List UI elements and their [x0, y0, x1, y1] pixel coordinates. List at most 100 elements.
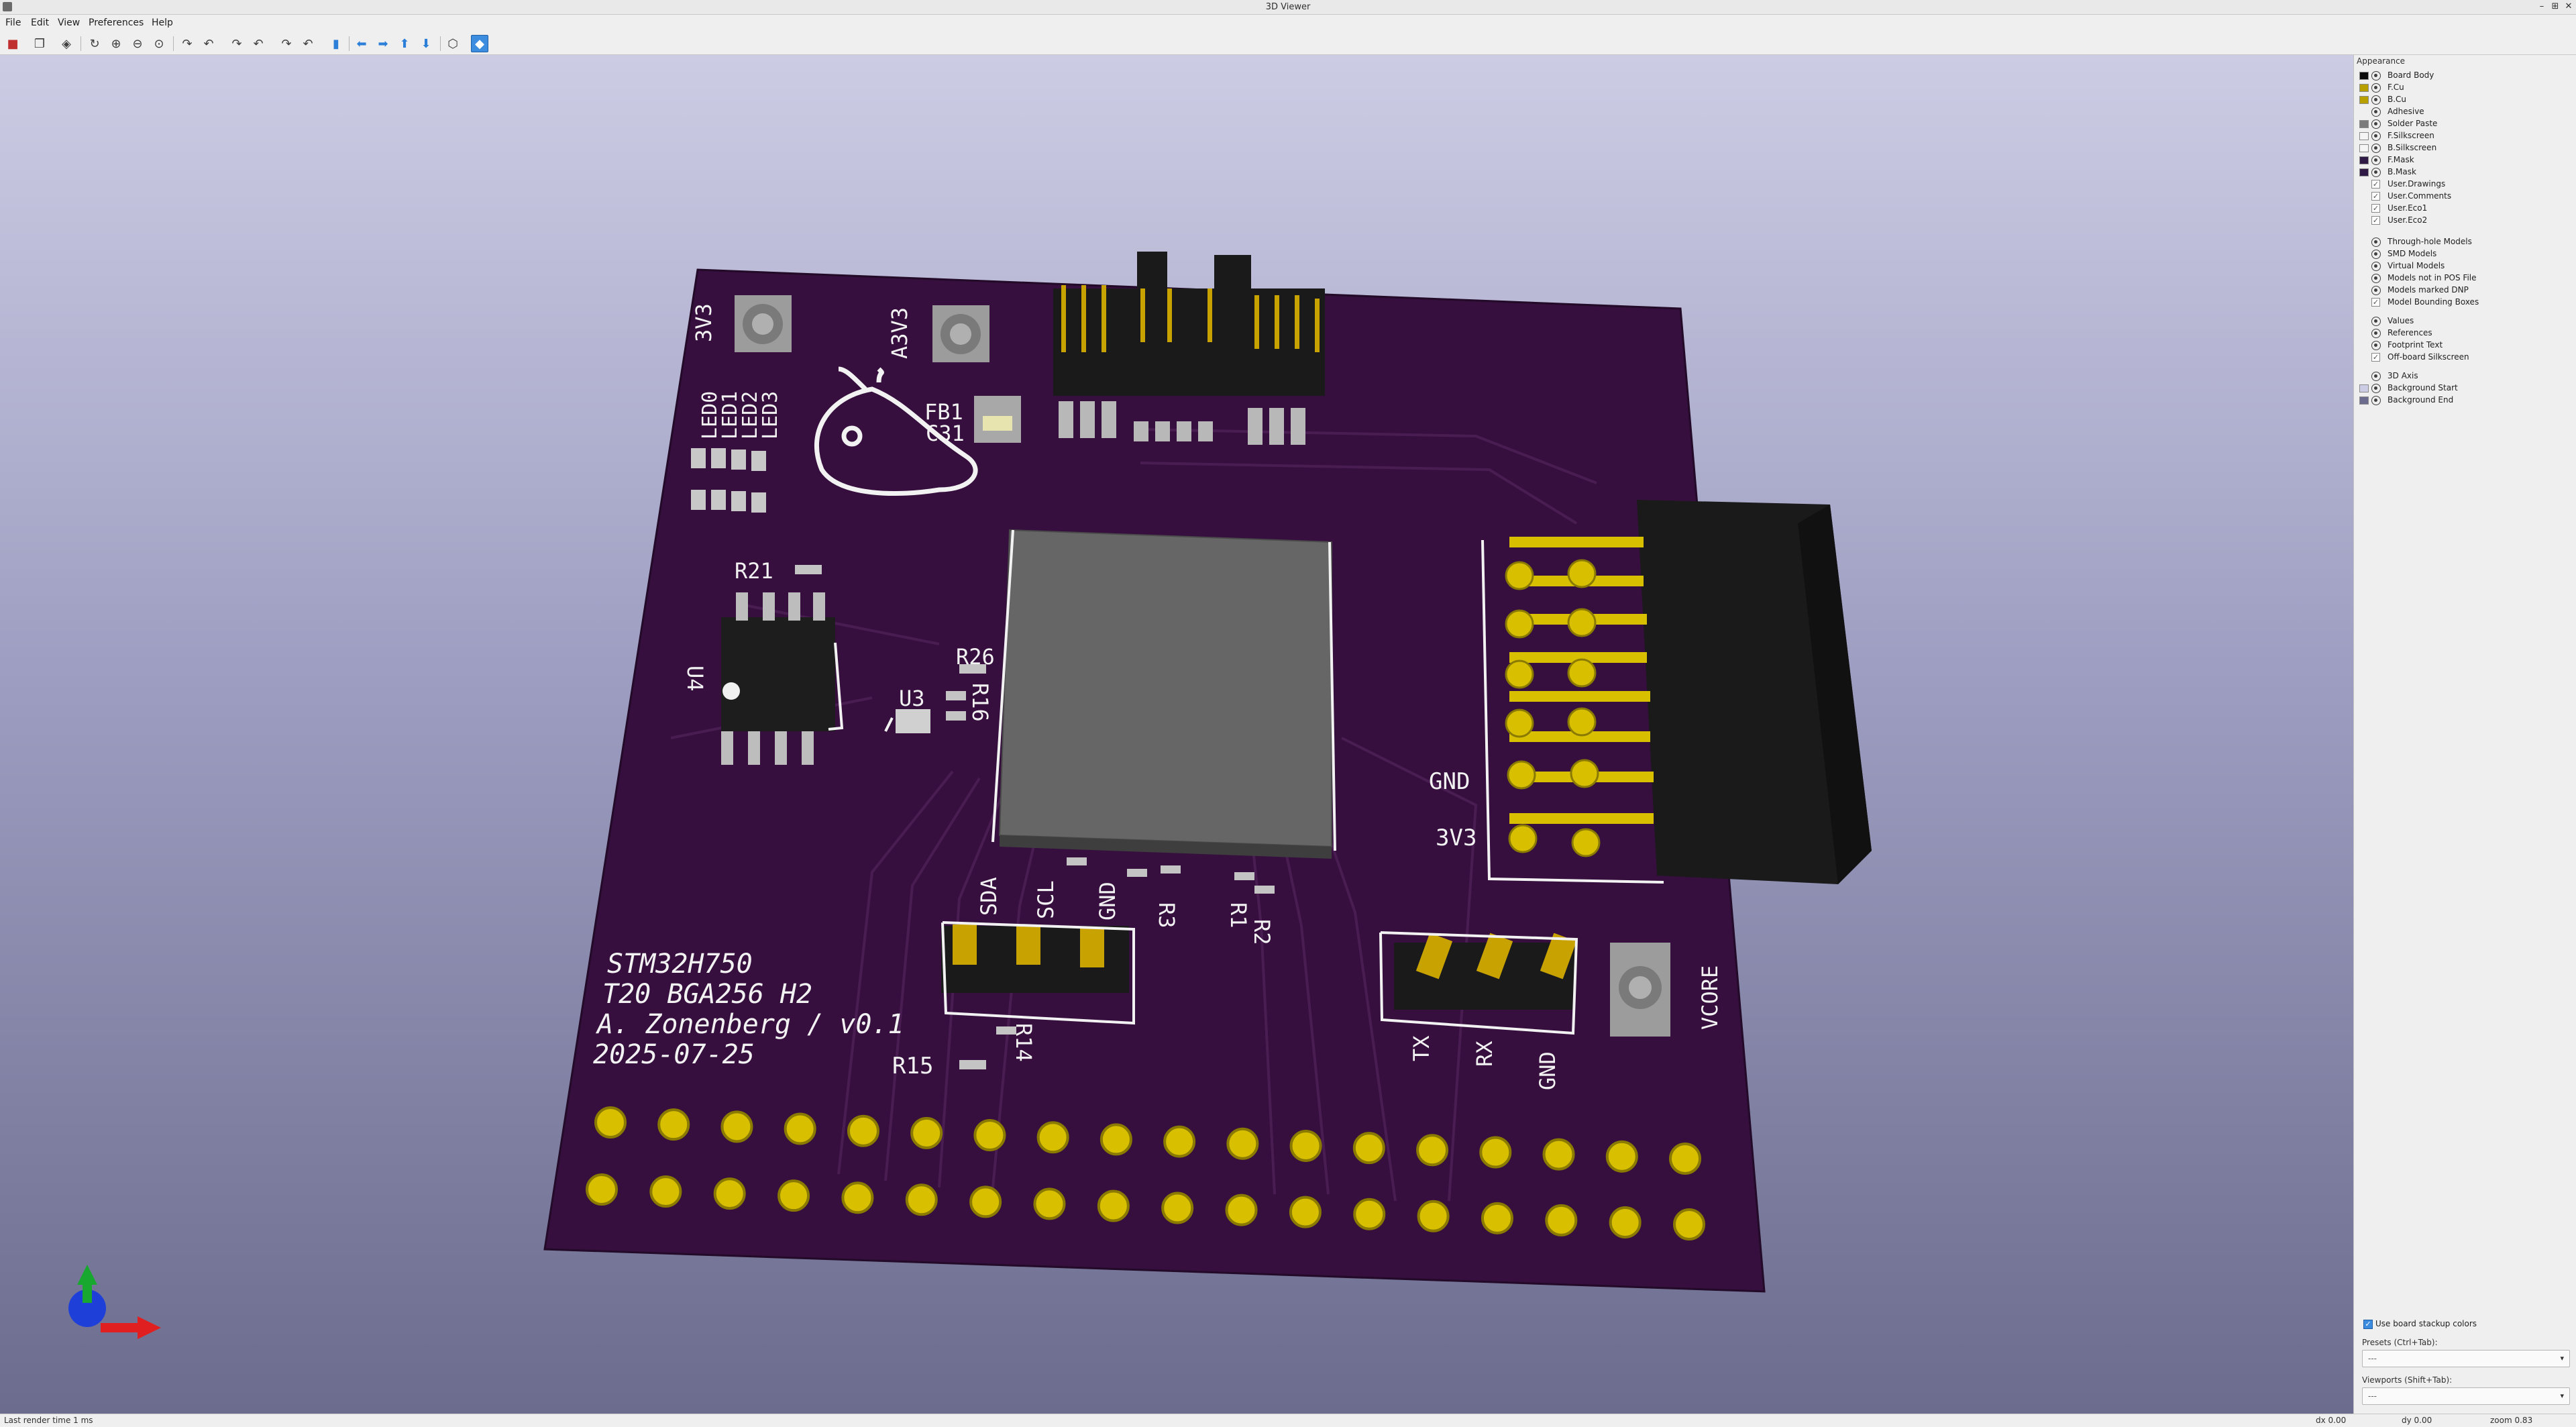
visibility-eye-icon[interactable]: [2371, 262, 2381, 271]
layer-row-user-drawings[interactable]: ✓ User.Drawings: [2354, 178, 2575, 191]
menu-edit[interactable]: Edit: [31, 17, 50, 28]
menu-file[interactable]: File: [5, 17, 21, 28]
layer-row-models-marked-dnp[interactable]: Models marked DNP: [2354, 284, 2575, 297]
color-swatch[interactable]: [2359, 132, 2369, 140]
visibility-eye-icon[interactable]: [2371, 107, 2381, 117]
layer-row-through-hole-models[interactable]: Through-hole Models: [2354, 236, 2575, 248]
visibility-eye-icon[interactable]: [2371, 119, 2381, 129]
layer-row-background-start[interactable]: Background Start: [2354, 382, 2575, 394]
layer-row-model-bounding-boxes[interactable]: ✓Model Bounding Boxes: [2354, 297, 2575, 309]
menu-help[interactable]: Help: [152, 17, 173, 28]
visibility-eye-icon[interactable]: [2371, 71, 2381, 81]
layer-row-virtual-models[interactable]: Virtual Models: [2354, 260, 2575, 272]
rotate-z-cw-icon[interactable]: ↷: [281, 36, 292, 51]
zoom-out-icon[interactable]: ⊖: [132, 36, 143, 51]
maximize-button[interactable]: ⊞: [2551, 1, 2559, 11]
visibility-eye-icon[interactable]: [2371, 372, 2381, 381]
menu-view[interactable]: View: [58, 17, 80, 28]
menu-preferences[interactable]: Preferences: [89, 17, 144, 28]
layers-manager-icon[interactable]: ◆: [471, 35, 488, 52]
rotate-y-cw-icon[interactable]: ↷: [231, 36, 242, 51]
layer-row-background-end[interactable]: Background End: [2354, 394, 2575, 407]
visibility-eye-icon[interactable]: [2371, 384, 2381, 393]
orthographic-icon[interactable]: ⬡: [447, 36, 458, 51]
smd-pads-top: [1059, 401, 1305, 445]
color-swatch[interactable]: [2359, 397, 2369, 405]
checkbox-icon[interactable]: ✓: [2371, 216, 2380, 225]
color-swatch[interactable]: [2359, 168, 2369, 176]
zoom-in-icon[interactable]: ⊕: [111, 36, 121, 51]
layer-row-f-cu[interactable]: F.Cu: [2354, 82, 2575, 94]
visibility-eye-icon[interactable]: [2371, 286, 2381, 295]
flip-board-icon[interactable]: ▮: [333, 36, 339, 51]
chevron-down-icon: ▾: [2560, 1391, 2564, 1400]
layer-row-footprint-text[interactable]: Footprint Text: [2354, 339, 2575, 352]
layer-row-user-eco1[interactable]: ✓User.Eco1: [2354, 203, 2575, 215]
move-down-icon[interactable]: ⬇: [421, 36, 431, 51]
checkbox-icon[interactable]: ✓: [2371, 204, 2380, 213]
visibility-eye-icon[interactable]: [2371, 237, 2381, 247]
close-button[interactable]: ✕: [2565, 1, 2573, 11]
silk-3v3-conn: 3V3: [1436, 825, 1477, 851]
viewports-dropdown[interactable]: --- ▾: [2362, 1387, 2570, 1405]
color-swatch[interactable]: [2359, 384, 2369, 392]
silk-r26: R26: [956, 644, 995, 670]
layer-label: User.Drawings: [2387, 179, 2446, 189]
visibility-eye-icon[interactable]: [2371, 341, 2381, 350]
copy-image-icon[interactable]: ❐: [34, 36, 46, 51]
rotate-y-ccw-icon[interactable]: ↶: [253, 36, 264, 51]
color-swatch[interactable]: [2359, 96, 2369, 104]
visibility-eye-icon[interactable]: [2371, 274, 2381, 283]
layer-label: Adhesive: [2387, 107, 2424, 116]
color-swatch[interactable]: [2359, 156, 2369, 164]
checkbox-icon[interactable]: ✓: [2371, 192, 2380, 201]
use-stackup-colors-checkbox[interactable]: ✓Use board stackup colors: [2363, 1319, 2477, 1329]
layer-row-models-not-in-pos-file[interactable]: Models not in POS File: [2354, 272, 2575, 284]
layer-row-b-cu[interactable]: B.Cu: [2354, 94, 2575, 106]
minimize-button[interactable]: –: [2539, 1, 2544, 11]
checkbox-icon[interactable]: ✓: [2371, 353, 2380, 362]
color-swatch[interactable]: [2359, 120, 2369, 128]
color-swatch[interactable]: [2359, 144, 2369, 152]
layer-row-f-mask[interactable]: F.Mask: [2354, 154, 2575, 166]
visibility-eye-icon[interactable]: [2371, 144, 2381, 153]
layer-row-3d-axis[interactable]: 3D Axis: [2354, 370, 2575, 382]
layer-row-f-silkscreen[interactable]: F.Silkscreen: [2354, 130, 2575, 142]
move-left-icon[interactable]: ⬅: [356, 36, 367, 51]
visibility-eye-icon[interactable]: [2371, 250, 2381, 259]
color-swatch[interactable]: [2359, 72, 2369, 80]
render-raytracing-icon[interactable]: ■: [7, 36, 19, 51]
checkbox-icon[interactable]: ✓: [2371, 298, 2380, 307]
layer-row-user-eco2[interactable]: ✓User.Eco2: [2354, 215, 2575, 227]
visibility-eye-icon[interactable]: [2371, 131, 2381, 141]
layer-row-references[interactable]: References: [2354, 327, 2575, 339]
view-3d-icon[interactable]: ◈: [62, 36, 71, 51]
rotate-z-ccw-icon[interactable]: ↶: [303, 36, 313, 51]
layer-row-b-mask[interactable]: B.Mask: [2354, 166, 2575, 178]
visibility-eye-icon[interactable]: [2371, 156, 2381, 165]
layer-row-user-comments[interactable]: ✓User.Comments: [2354, 191, 2575, 203]
color-swatch[interactable]: [2359, 84, 2369, 92]
checkbox-icon[interactable]: ✓: [2371, 180, 2380, 189]
move-up-icon[interactable]: ⬆: [399, 36, 410, 51]
layer-row-board-body[interactable]: Board Body: [2354, 70, 2575, 82]
zoom-fit-icon[interactable]: ⊙: [154, 36, 164, 51]
layer-row-solder-paste[interactable]: Solder Paste: [2354, 118, 2575, 130]
visibility-eye-icon[interactable]: [2371, 317, 2381, 326]
3d-viewport[interactable]: 3V3 A3V3 LED0 LED1 LED2 LED3 FB1 C31 R21…: [0, 55, 2353, 1414]
layer-row-smd-models[interactable]: SMD Models: [2354, 248, 2575, 260]
visibility-eye-icon[interactable]: [2371, 329, 2381, 338]
layer-row-b-silkscreen[interactable]: B.Silkscreen: [2354, 142, 2575, 154]
layer-row-adhesive[interactable]: Adhesive: [2354, 106, 2575, 118]
visibility-eye-icon[interactable]: [2371, 95, 2381, 105]
presets-dropdown[interactable]: --- ▾: [2362, 1350, 2570, 1367]
rotate-x-ccw-icon[interactable]: ↶: [203, 36, 214, 51]
rotate-x-cw-icon[interactable]: ↷: [182, 36, 193, 51]
visibility-eye-icon[interactable]: [2371, 396, 2381, 405]
redraw-icon[interactable]: ↻: [89, 36, 100, 51]
layer-row-off-board-silkscreen[interactable]: ✓Off-board Silkscreen: [2354, 352, 2575, 364]
visibility-eye-icon[interactable]: [2371, 83, 2381, 93]
move-right-icon[interactable]: ➡: [378, 36, 388, 51]
layer-row-values[interactable]: Values: [2354, 315, 2575, 327]
visibility-eye-icon[interactable]: [2371, 168, 2381, 177]
